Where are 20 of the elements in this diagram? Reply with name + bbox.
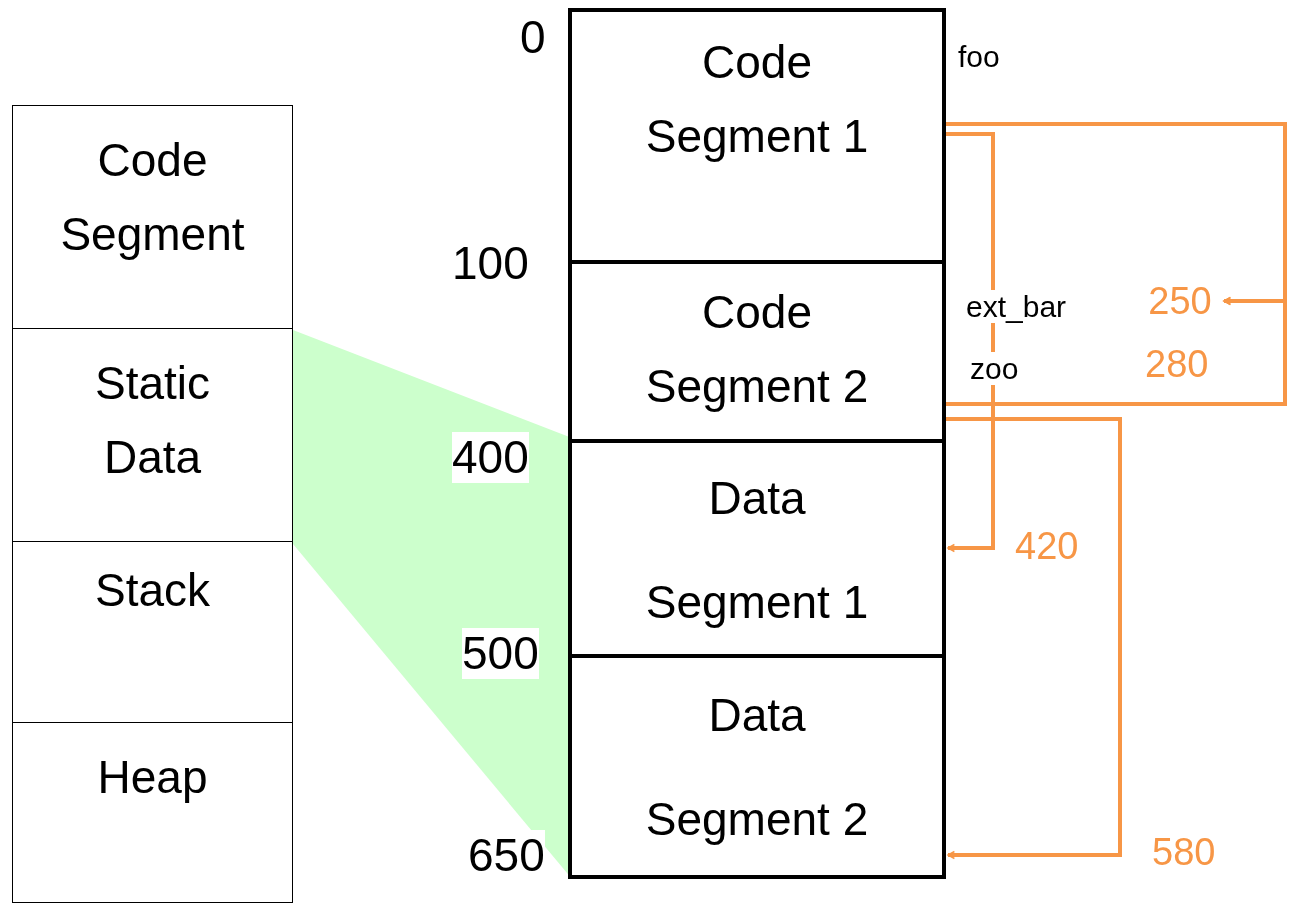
address-value: 250 bbox=[1140, 278, 1220, 324]
segment-label: Data Segment 2 bbox=[644, 688, 870, 847]
segment-label: Stack bbox=[94, 563, 210, 618]
segment-label: Data Segment 1 bbox=[644, 471, 870, 630]
symbol-name: ext_bar bbox=[966, 290, 1067, 323]
memory-segment-box bbox=[12, 722, 293, 903]
address-label: 500 bbox=[462, 628, 539, 679]
segment-label: Heap bbox=[97, 750, 208, 805]
arrow bbox=[946, 296, 1287, 406]
memory-segment-box bbox=[12, 105, 293, 329]
segment-label: Static Data bbox=[93, 356, 211, 485]
segment-label: Code Segment bbox=[59, 133, 246, 262]
segment-label: Code Segment 1 bbox=[644, 35, 870, 164]
address-label: 400 bbox=[452, 432, 529, 483]
segment-label: Code Segment 2 bbox=[644, 285, 870, 414]
arrow bbox=[946, 417, 1122, 860]
arrow bbox=[946, 132, 995, 553]
memory-segment-box bbox=[12, 541, 293, 723]
symbol-name: zoo bbox=[970, 352, 1019, 385]
memory-segment-box bbox=[12, 328, 293, 542]
